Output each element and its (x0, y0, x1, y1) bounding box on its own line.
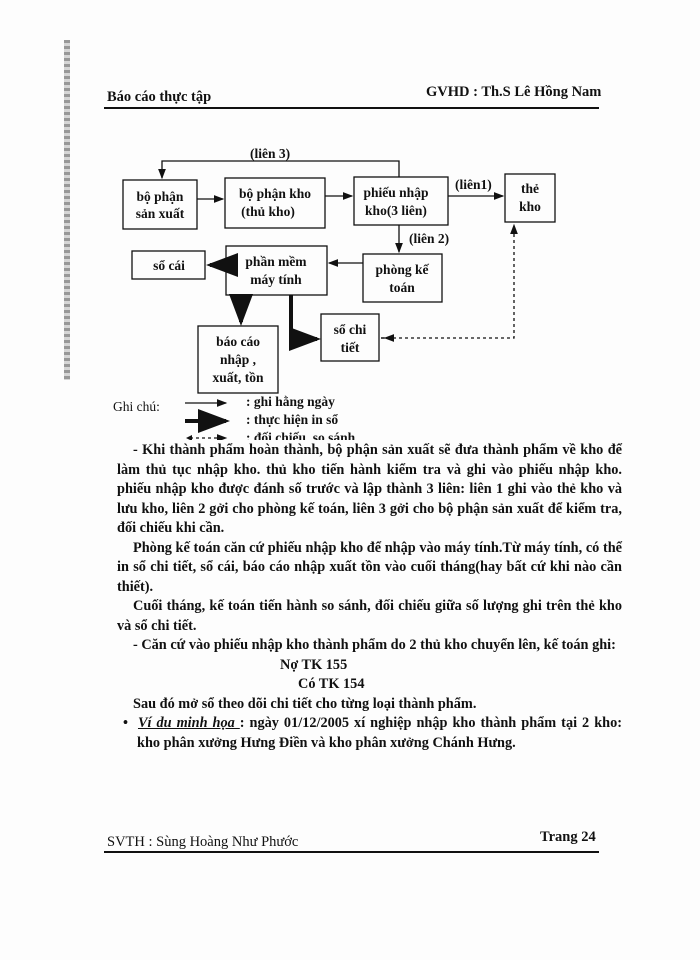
paragraph: - Căn cứ vào phiếu nhập kho thành phẩm d… (133, 637, 616, 653)
arrow-compare (381, 223, 518, 339)
svg-text:(thủ kho): (thủ kho) (241, 204, 295, 219)
flow-diagram: (liên 3) (liên1) (liên 2) bộ phận sản xuấ… (113, 146, 556, 440)
svg-text:bộ phận kho: bộ phận kho (239, 186, 311, 201)
svg-text:máy tính: máy tính (250, 272, 302, 287)
header-left: Báo cáo thực tập (107, 89, 212, 105)
footer-right: Trang 24 (540, 829, 596, 845)
box-bao-cao (197, 325, 279, 394)
label-lien2: (liên 2) (409, 231, 449, 246)
svg-text:kho(3 liên): kho(3 liên) (365, 203, 427, 218)
svg-text:kho: kho (519, 199, 541, 214)
journal-credit: Có TK 154 (298, 676, 365, 692)
box-the-kho (504, 173, 556, 223)
legend-title: Ghi chú: (113, 399, 160, 414)
box-so-chi-tiet (320, 313, 380, 362)
box-kho (224, 177, 326, 229)
example-text: : ngày 01/12/2005 xí nghiệp nhập kho thà… (137, 715, 623, 751)
svg-text:phần mềm: phần mềm (245, 254, 307, 269)
svg-text:nhập ,: nhập , (220, 352, 256, 367)
journal-debit: Nợ TK 155 (280, 656, 348, 673)
legend-item: : ghi hằng ngày (246, 394, 335, 409)
paragraph: Phòng kế toán căn cứ phiếu nhập kho để n… (117, 539, 622, 595)
paragraph: Cuối tháng, kế toán tiến hành so sánh, đ… (117, 598, 622, 634)
paragraph: - Khi thành phẩm hoàn thành, bộ phận sản… (117, 442, 622, 536)
svg-text:thẻ: thẻ (521, 181, 539, 196)
box-ke-toan (362, 253, 443, 303)
svg-text:sổ cái: sổ cái (153, 258, 185, 273)
box-san-xuat (122, 179, 198, 230)
legend-item: : thực hiện in sổ (246, 412, 338, 427)
scan-margin-artifact (64, 40, 70, 380)
svg-text:phòng kế: phòng kế (376, 262, 430, 277)
header-rule (104, 107, 599, 109)
body-text: - Khi thành phẩm hoàn thành, bộ phận sản… (117, 441, 622, 753)
example-bullet: • Ví du minh họa : ngày 01/12/2005 xí ng… (123, 715, 623, 751)
example-label: Ví du minh họa (137, 715, 240, 731)
label-lien3: (liên 3) (250, 146, 290, 161)
footer-rule (104, 851, 599, 853)
svg-text:bộ phận: bộ phận (137, 189, 184, 204)
arrow-lien3 (158, 160, 400, 180)
box-so-cai (131, 250, 206, 280)
svg-text:tiết: tiết (341, 340, 360, 355)
box-phieu-nhap (353, 176, 449, 226)
svg-text:xuất, tồn: xuất, tồn (212, 370, 263, 385)
footer-left: SVTH : Sùng Hoàng Như Phước (107, 834, 299, 850)
svg-text:báo cáo: báo cáo (216, 334, 260, 349)
label-lien1: (liên1) (455, 177, 492, 192)
paragraph: Sau đó mở sổ theo dõi chi tiết cho từng … (133, 695, 477, 712)
legend-item: : đối chiếu, so sánh (246, 430, 356, 440)
svg-text:sản xuất: sản xuất (136, 206, 185, 221)
svg-text:toán: toán (389, 280, 415, 295)
svg-text:sổ chi: sổ chi (334, 322, 367, 337)
header-right: GVHD : Th.S Lê Hồng Nam (426, 84, 602, 100)
svg-text:phiếu nhập: phiếu nhập (364, 185, 429, 200)
